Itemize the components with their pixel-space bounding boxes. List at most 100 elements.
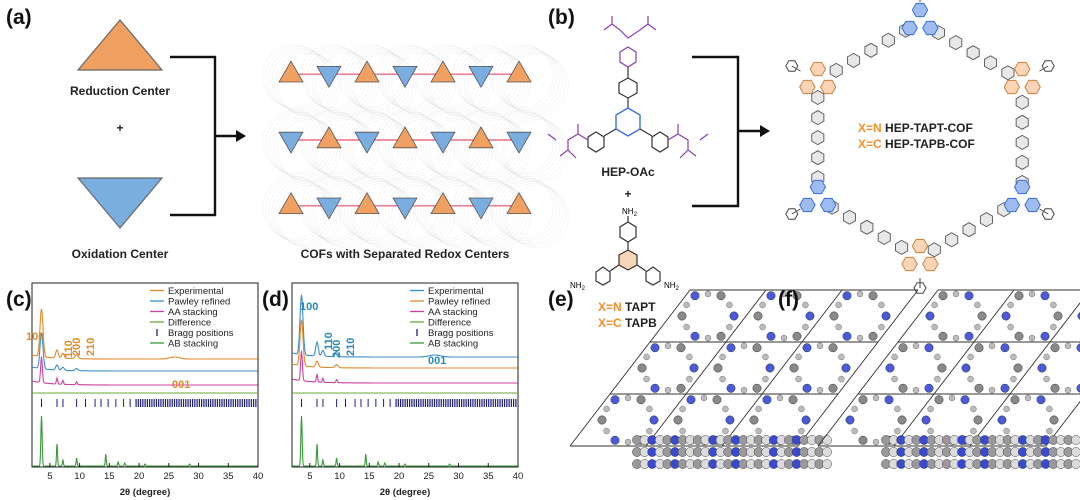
panel-f: (f) <box>778 288 1080 469</box>
legend-entry: AA stacking <box>168 307 218 318</box>
arrow-a-head <box>236 130 246 142</box>
x-center-node <box>799 79 816 95</box>
pxrd-plot-d <box>291 294 518 467</box>
nh2-right: NH2 <box>664 281 680 292</box>
hep-oac-structure <box>547 16 709 159</box>
legend-entry: AB stacking <box>168 339 218 350</box>
legend-entry: Difference <box>168 318 211 329</box>
linker-ring <box>966 45 980 61</box>
oxidation-center-triangle <box>76 177 164 229</box>
triazine-node <box>922 20 939 36</box>
pawley-curve <box>31 332 258 372</box>
reduction-center-label: Reduction Center <box>70 84 170 98</box>
pxrd-plot-c <box>31 308 258 467</box>
reduction-node <box>392 126 418 149</box>
legend-entry: Pawley refined <box>168 297 230 308</box>
linker-ring <box>829 62 843 78</box>
reduction-node <box>430 60 456 83</box>
panel-b: (b) HEP-OAc + NH2 <box>547 0 1055 330</box>
oxidation-node <box>468 197 494 220</box>
linker-ring <box>1001 65 1015 81</box>
peak-label-100-d: 100 <box>300 301 318 313</box>
x-tick-label: 30 <box>453 471 464 482</box>
legend-entry: Difference <box>428 318 471 329</box>
linker-ring <box>895 239 909 255</box>
panel-a: (a) Reduction Center + Oxidation Center … <box>6 6 569 261</box>
oxidation-node <box>468 65 494 88</box>
terminal-phenyl <box>785 208 799 220</box>
x-tick-label: 40 <box>253 471 264 482</box>
panel-e: (e) <box>548 288 919 469</box>
triazine-node <box>819 197 837 213</box>
panel-c-label: (c) <box>6 288 32 311</box>
linker-ring <box>811 150 825 166</box>
panel-d-label: (d) <box>262 288 289 311</box>
linker-ring <box>979 212 993 228</box>
panel-a-label: (a) <box>6 6 32 29</box>
bragg-positions <box>41 399 257 407</box>
x-center-node <box>1003 79 1021 95</box>
nh2-left: NH2 <box>570 281 586 292</box>
linker-ring <box>1015 114 1029 130</box>
tapt-structure: NH2 NH2 NH2 <box>570 207 680 292</box>
terminal-phenyl <box>1041 60 1055 72</box>
peak-label-001-c: 001 <box>172 379 190 391</box>
legend-entry: Bragg positions <box>168 328 234 339</box>
x-tick-label: 15 <box>364 471 375 482</box>
x-tick-label: 30 <box>193 471 204 482</box>
cof-framework-a <box>262 44 569 249</box>
phenyl-right <box>651 131 669 153</box>
oxidation-node <box>278 131 304 154</box>
linker-ring <box>962 222 976 238</box>
triazine-node <box>799 197 816 213</box>
plot-frame-d <box>291 282 519 468</box>
linker-ring <box>864 42 878 58</box>
triazine-node <box>901 20 918 36</box>
x-tick-label: 35 <box>223 471 234 482</box>
peak-label-210-d: 210 <box>345 338 357 356</box>
cof-tapb-label: X=C HEP-TAPB-COF <box>858 137 975 151</box>
linker-ring <box>811 130 825 146</box>
x-center-node <box>809 61 827 77</box>
plus-sign-b: + <box>624 187 631 201</box>
terminal-phenyl <box>1041 208 1055 220</box>
experimental-curve <box>31 308 258 360</box>
panel-e-label: (e) <box>548 288 574 311</box>
oxidation-node <box>392 197 418 220</box>
reduction-node <box>316 126 342 149</box>
x-tick-label: 15 <box>104 471 115 482</box>
triazine-node <box>1013 179 1031 195</box>
peak-label-110-c: 110 <box>63 340 75 358</box>
triazine-node <box>809 179 827 195</box>
linker-ring <box>811 90 825 106</box>
linker-ring <box>842 209 857 225</box>
linker-ring <box>949 35 963 51</box>
linker-ring <box>881 32 895 48</box>
reduction-node <box>506 60 532 83</box>
nh2-top: NH2 <box>622 207 638 218</box>
x-center-node <box>922 256 939 272</box>
x-tick-label: 20 <box>394 471 405 482</box>
reduction-center-triangle <box>76 19 164 71</box>
linker-ring <box>1015 134 1029 150</box>
terminal-phenyl <box>913 282 927 294</box>
x-axis-title-c: 2θ (degree) <box>120 487 171 498</box>
reduction-node <box>354 60 380 83</box>
linker-ring <box>1015 154 1029 170</box>
x-tick-label: 20 <box>134 471 145 482</box>
x-center-node <box>1024 79 1041 95</box>
legend-entry: Experimental <box>428 286 483 297</box>
plot-frame-c <box>31 282 259 468</box>
triazine-core <box>615 107 641 137</box>
reduction-node <box>506 192 532 215</box>
linker-ring <box>860 219 874 235</box>
legend-entry: Bragg positions <box>428 328 494 339</box>
peak-label-110-d: 110 <box>323 332 335 350</box>
triazine-node <box>911 2 929 18</box>
legend-entry: AB stacking <box>428 339 478 350</box>
linker-ring <box>927 242 941 258</box>
tapb-label: X=C TAPB <box>598 316 657 330</box>
bracket-a <box>170 55 217 217</box>
